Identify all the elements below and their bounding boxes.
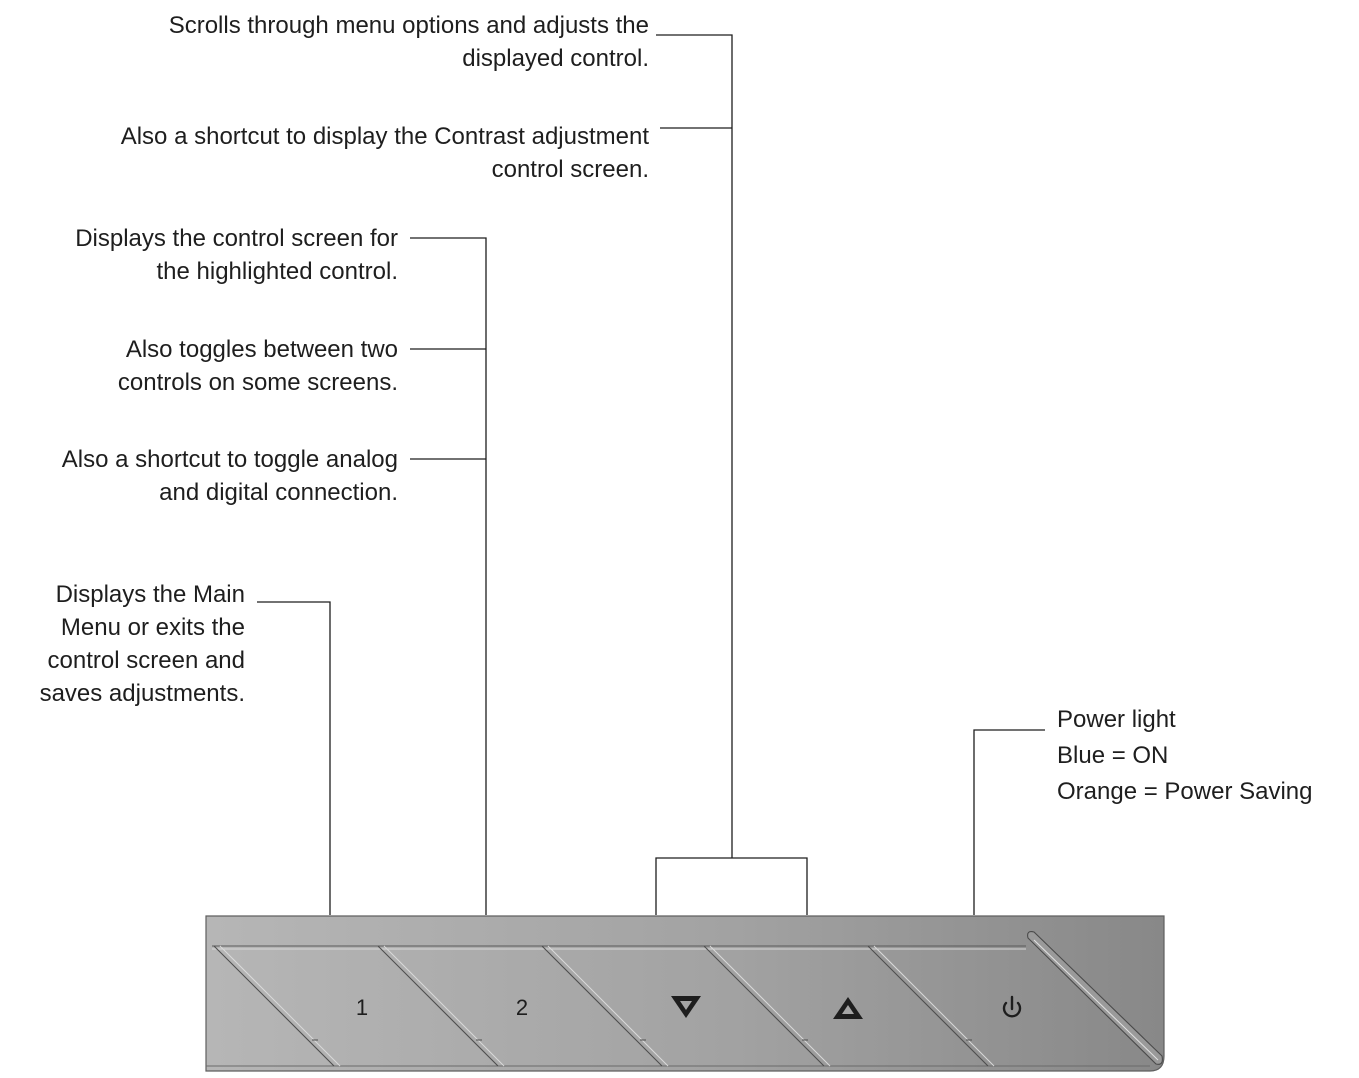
callout-btn1-line2: Menu or exits the xyxy=(60,614,245,641)
control-bezel xyxy=(205,915,1165,1072)
callout-btn2-toggle-line1: Also toggles between two xyxy=(125,336,398,363)
callout-updown-line1: Scrolls through menu options and adjusts… xyxy=(168,12,649,39)
callout-btn2-display: Displays the control screen for the high… xyxy=(75,222,398,288)
callout-btn2-analog-line2: and digital connection. xyxy=(159,479,398,506)
callout-btn2-toggle: Also toggles between two controls on som… xyxy=(118,333,398,399)
leader-line-btn2 xyxy=(410,237,487,915)
callout-btn1-line1: Displays the Main xyxy=(55,581,245,608)
callout-contrast-line2: control screen. xyxy=(491,156,649,183)
triangle-down-icon[interactable] xyxy=(671,996,701,1018)
callout-contrast: Also a shortcut to display the Contrast … xyxy=(121,120,649,186)
callout-power-line2: Blue = ON xyxy=(1057,742,1169,769)
bracket-updown xyxy=(655,857,808,915)
callout-btn1-line4: saves adjustments. xyxy=(39,680,245,707)
callout-btn1: Displays the Main Menu or exits the cont… xyxy=(40,578,245,710)
leader-line-power xyxy=(973,729,1045,915)
callout-btn2-analog-line1: Also a shortcut to toggle analog xyxy=(61,446,398,473)
callout-btn2-toggle-line2: controls on some screens. xyxy=(117,369,398,396)
callout-updown: Scrolls through menu options and adjusts… xyxy=(169,9,649,75)
button-1-label[interactable]: 1 xyxy=(356,995,368,1020)
callout-updown-line2: displayed control. xyxy=(462,45,649,72)
bezel-body xyxy=(205,915,1165,1072)
callout-btn1-line3: control screen and xyxy=(47,647,245,674)
callout-btn2-display-line2: the highlighted control. xyxy=(156,258,399,285)
callout-btn2-analog: Also a shortcut to toggle analog and dig… xyxy=(62,443,398,509)
callout-contrast-line1: Also a shortcut to display the Contrast … xyxy=(120,123,649,150)
leader-lines xyxy=(257,34,1045,915)
button-2-label[interactable]: 2 xyxy=(516,995,528,1020)
triangle-up-icon[interactable] xyxy=(833,997,863,1019)
callout-power: Power light Blue = ON Orange = Power Sav… xyxy=(1057,702,1312,810)
leader-line-updown xyxy=(656,34,733,858)
callout-btn2-display-line1: Displays the control screen for xyxy=(75,225,398,252)
leader-line-btn1 xyxy=(257,601,331,915)
power-icon[interactable] xyxy=(1002,995,1022,1018)
callout-power-line1: Power light xyxy=(1057,706,1176,733)
callout-power-line3: Orange = Power Saving xyxy=(1057,778,1313,805)
